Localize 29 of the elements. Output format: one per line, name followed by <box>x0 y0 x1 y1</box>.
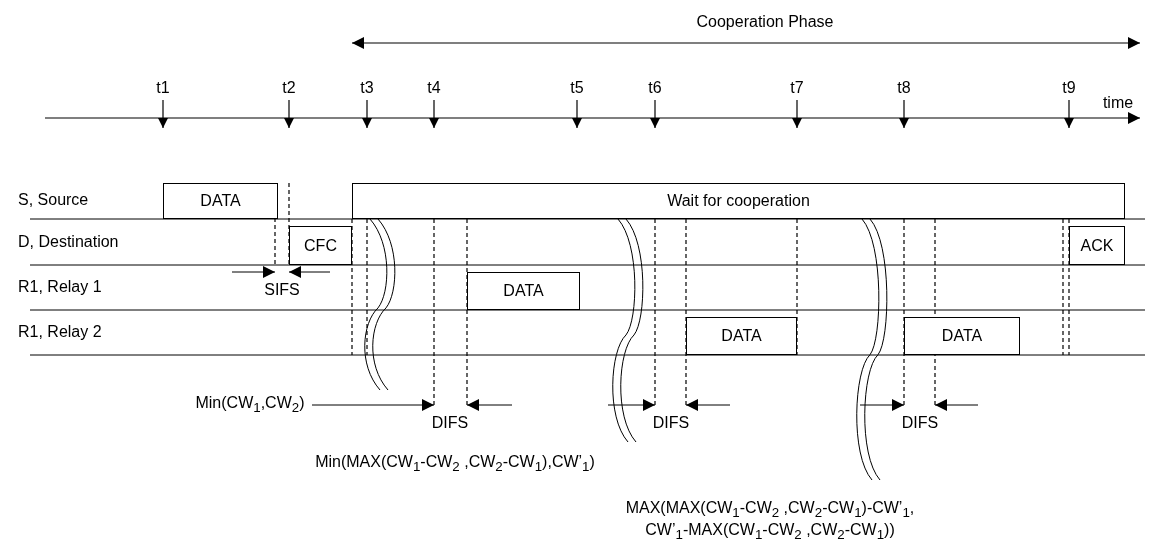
formula-label: Min(CW$_{1}$,CW$_{2}$) <box>195 394 305 416</box>
phase-label: Cooperation Phase <box>696 12 834 32</box>
time-label: t5 <box>570 78 584 98</box>
interval-label: DIFS <box>901 413 939 433</box>
lane-label: R1, Relay 2 <box>18 322 102 342</box>
time-label: t8 <box>897 78 911 98</box>
formula-label: MAX(MAX(CW$_{1}$-CW$_{2}$ ,CW$_{2}$-CW$_{1}$)-CW’$_{1}$, CW’$_{1}$-MAX(CW$_{1}$-CW$_{2}$ ,CW$_{2}$-CW$_{1}$)) <box>624 498 916 542</box>
interval-label: SIFS <box>264 280 300 300</box>
frame-box: DATA <box>163 183 278 219</box>
time-label: t3 <box>360 78 374 98</box>
lane-label: R1, Relay 1 <box>18 277 102 297</box>
axis-label: time <box>1102 93 1134 113</box>
formula-label: Min(MAX(CW$_{1}$-CW$_{2}$ ,CW$_{2}$-CW$_{1}$),CW’$_{1}$) <box>315 453 595 475</box>
time-label: t1 <box>156 78 170 98</box>
time-label: t4 <box>427 78 441 98</box>
frame-box: Wait for cooperation <box>352 183 1125 219</box>
time-label: t7 <box>790 78 804 98</box>
time-label: t9 <box>1062 78 1076 98</box>
frame-box: DATA <box>467 272 580 310</box>
interval-label: DIFS <box>652 413 690 433</box>
frame-box: ACK <box>1069 226 1125 265</box>
frame-box: DATA <box>686 317 797 355</box>
interval-label: DIFS <box>431 413 469 433</box>
time-label: t2 <box>282 78 296 98</box>
lane-label: S, Source <box>18 190 89 210</box>
time-label: t6 <box>648 78 662 98</box>
lane-label: D, Destination <box>18 232 119 252</box>
frame-box: DATA <box>904 317 1020 355</box>
frame-box: CFC <box>289 226 352 265</box>
